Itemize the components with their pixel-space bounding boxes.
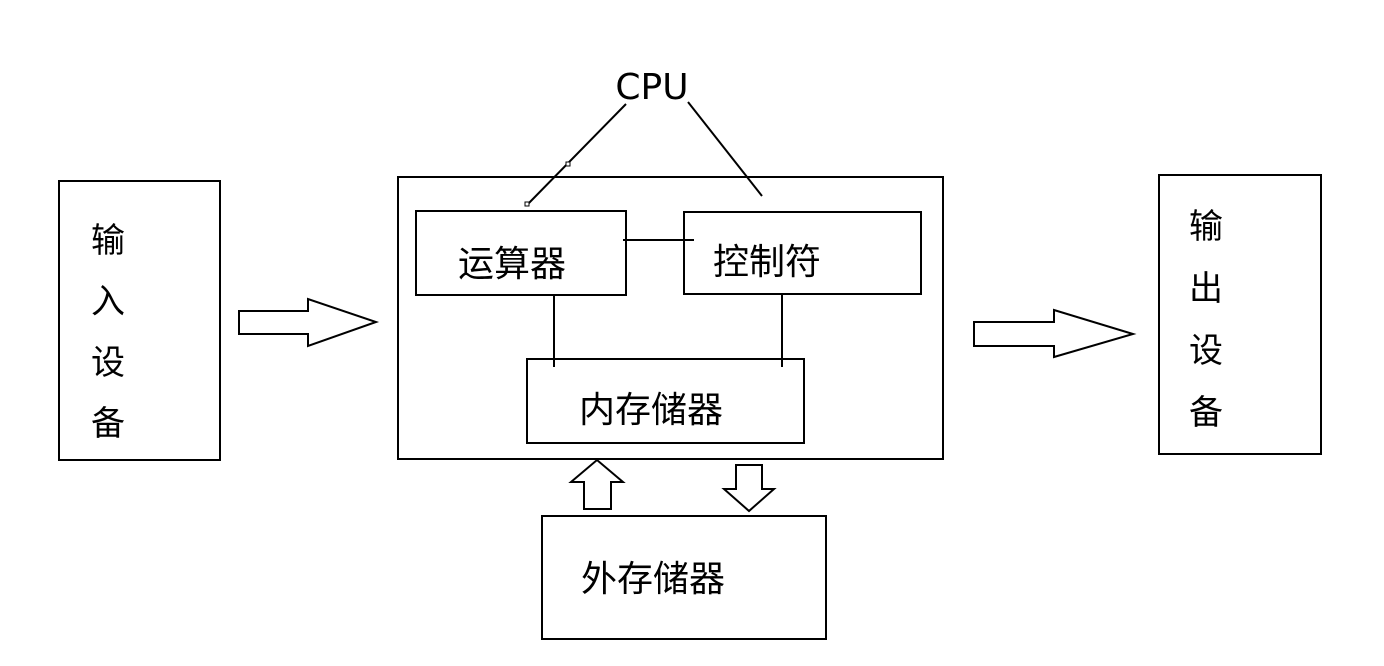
controller-label: 控制符 <box>713 242 821 283</box>
cpu-leader-handle <box>524 201 530 207</box>
input-device-box <box>58 180 221 461</box>
output-device-char: 备 <box>1189 393 1223 433</box>
cpu-label: CPU <box>615 67 688 108</box>
controller-box <box>683 211 922 295</box>
cpu-leader-handle <box>565 161 571 167</box>
input-device-char: 设 <box>91 343 125 383</box>
internal-memory-label: 内存储器 <box>579 390 723 431</box>
input-device-char: 入 <box>91 282 125 322</box>
output-device-box <box>1158 174 1322 455</box>
right-arrow-icon <box>238 297 380 348</box>
output-device-char: 输 <box>1189 207 1223 247</box>
alu-label: 运算器 <box>458 244 566 285</box>
alu-box <box>415 210 627 296</box>
host-box <box>397 176 944 460</box>
up-arrow-icon <box>568 458 626 510</box>
down-arrow-icon <box>721 464 777 513</box>
cpu-leader-line-to-controller <box>687 101 763 197</box>
external-memory-label: 外存储器 <box>581 559 725 600</box>
external-memory-box <box>541 515 827 640</box>
output-device-char: 设 <box>1189 331 1223 371</box>
input-device-char: 备 <box>91 404 125 444</box>
right-arrow-icon <box>973 308 1137 359</box>
input-device-char: 输 <box>91 221 125 261</box>
output-device-char: 出 <box>1189 269 1223 309</box>
cpu-leader-line-to-alu <box>526 103 627 206</box>
internal-memory-box <box>526 358 805 444</box>
